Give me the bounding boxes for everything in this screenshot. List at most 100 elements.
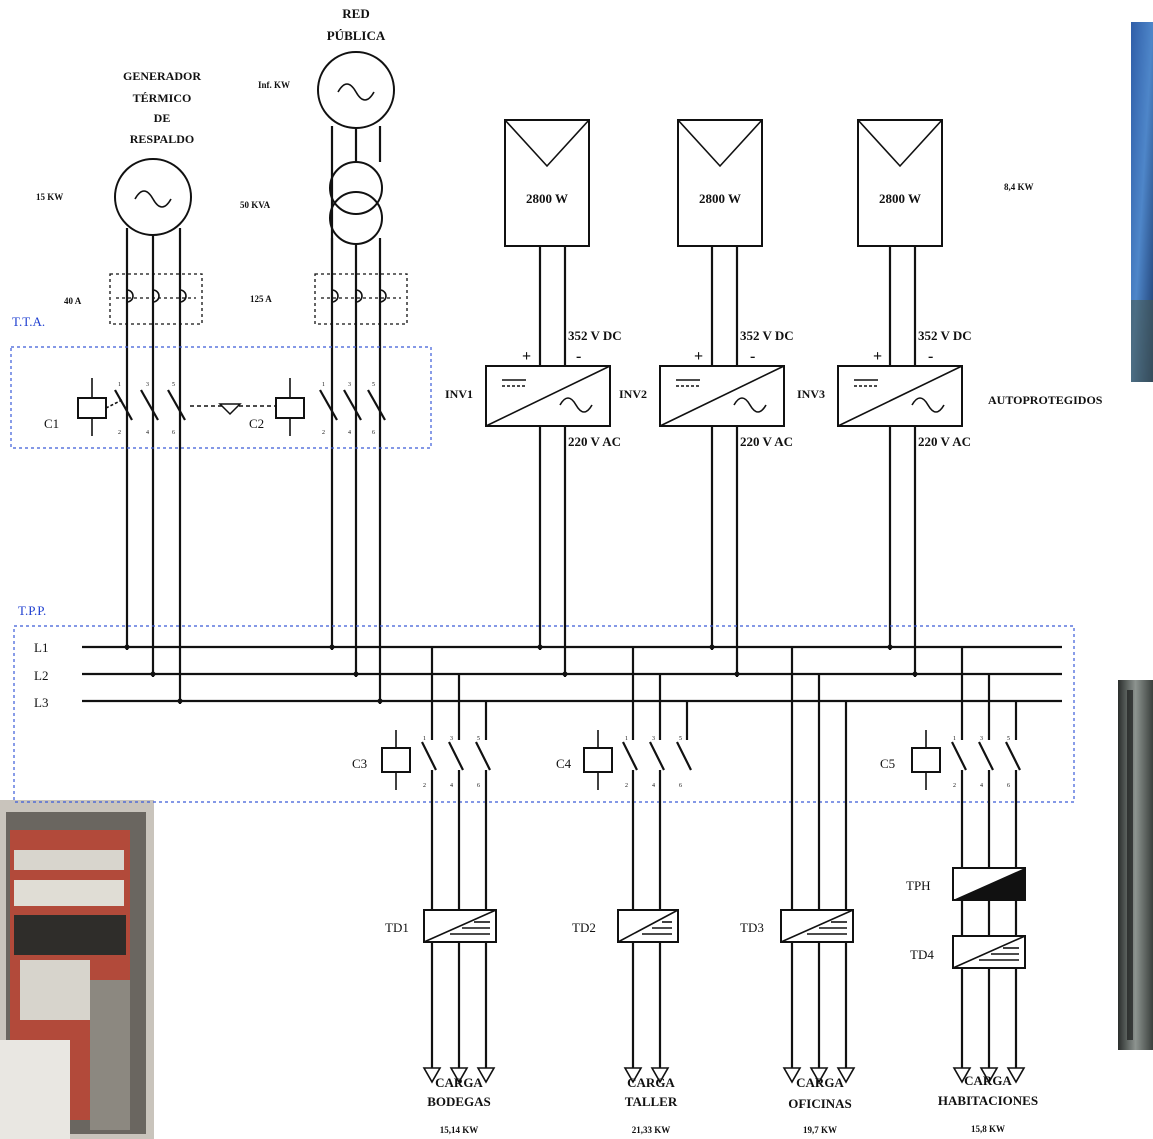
terminal-1: 1 [625,736,628,742]
pv-panel-1-power: 2800 W [526,191,568,206]
load-4-line-2: HABITACIONES [938,1093,1038,1108]
load-4-kw: 15,8 KW [971,1124,1005,1134]
feeder-taller [622,647,692,1068]
load-3-line-2: OFICINAS [788,1096,852,1111]
pv-plus-sign: + [694,348,703,365]
pv-panel-3-power: 2800 W [879,191,921,206]
pv-minus-sign: - [576,348,581,365]
terminal-2: 2 [118,430,121,436]
inverter-1-label: INV1 [445,387,473,401]
terminal-4: 4 [652,783,655,789]
load-1-line-2: BODEGAS [427,1094,491,1109]
pv-minus-sign: - [750,348,755,365]
generador-line-2: TÉRMICO [133,91,192,105]
load-1-line-1: CARGA [435,1075,483,1090]
terminal-6: 6 [477,783,480,789]
tph-transformer [952,867,1026,901]
pv-plus-sign: + [873,348,882,365]
breaker-40a-label: 40 A [64,296,82,306]
terminal-6: 6 [679,783,682,789]
td2-transformer [617,909,679,943]
pv-ac-voltage-3: 220 V AC [918,434,971,449]
pv-panel-3 [857,119,943,247]
photo-inverter-rack [1118,680,1153,1050]
autoprotegidos-note: AUTOPROTEGIDOS [988,393,1103,407]
pv-minus-sign: - [928,348,933,365]
load-4-line-1: CARGA [964,1073,1012,1088]
inverter-2-symbol [659,365,785,427]
red-publica-title-2: PÚBLICA [327,28,386,43]
terminal-2: 2 [953,783,956,789]
breaker-125a-label: 125 A [250,294,272,304]
terminal-2: 2 [625,783,628,789]
load-2-line-2: TALLER [625,1094,678,1109]
feeder-habitaciones [951,647,1021,1068]
generador-line-3: DE [154,111,171,125]
contactor-c3-label: C3 [352,756,367,771]
tta-label: T.T.A. [12,314,45,329]
pv-panel-2 [677,119,763,247]
terminal-1: 1 [322,382,325,388]
terminal-6: 6 [172,430,175,436]
terminal-1: 1 [953,736,956,742]
contactor-c3 [381,730,411,790]
contactor-c4 [583,730,613,790]
terminal-5: 5 [172,382,175,388]
transformer-50kva-symbol [329,161,383,245]
feeder-oficinas [790,647,848,1068]
load-1-kw: 15,14 KW [440,1125,479,1135]
pv-panel-1 [504,119,590,247]
inverter-3-label: INV3 [797,387,825,401]
contactor-c5-label: C5 [880,756,895,771]
generator-feeder [125,228,182,704]
grid-source-symbol [317,51,395,129]
terminal-3: 3 [980,736,983,742]
transformer-rating: 50 KVA [240,200,271,210]
ac-wave-icon [337,83,375,101]
td1-transformer [423,909,497,943]
tta-enclosure [10,346,432,449]
pv-plus-sign: + [522,348,531,365]
red-publica-power: Inf. KW [258,80,290,90]
inverter-1-symbol [485,365,611,427]
terminal-3: 3 [146,382,149,388]
terminal-6: 6 [372,430,375,436]
contactor-c1 [77,378,186,436]
terminal-3: 3 [450,736,453,742]
tpp-label: T.P.P. [18,603,46,618]
bus-l1-label: L1 [34,640,48,655]
terminal-2: 2 [322,430,325,436]
interlock-icon [190,403,280,416]
generator-source-symbol [114,158,192,236]
terminal-5: 5 [372,382,375,388]
load-2-kw: 21,33 KW [632,1125,671,1135]
terminal-5: 5 [477,736,480,742]
breaker-125a [314,273,408,325]
load-2-line-1: CARGA [627,1075,675,1090]
contactor-c2 [275,378,386,436]
td4-transformer [952,935,1026,969]
generador-line-1: GENERADOR [123,69,201,83]
terminal-4: 4 [980,783,983,789]
photo-pv-array [1131,22,1153,382]
terminal-1: 1 [118,382,121,388]
terminal-5: 5 [1007,736,1010,742]
photo-electrical-panel [0,800,154,1139]
terminal-1: 1 [423,736,426,742]
terminal-3: 3 [652,736,655,742]
td4-label: TD4 [910,947,934,962]
contactor-c4-label: C4 [556,756,572,771]
terminal-4: 4 [146,430,149,436]
generador-line-4: RESPALDO [130,132,194,146]
feeder-bodegas [421,647,491,1068]
load-3-line-1: CARGA [796,1075,844,1090]
pv-dc-voltage-2: 352 V DC [740,328,794,343]
pv-total-power: 8,4 KW [1004,182,1034,192]
td2-label: TD2 [572,920,596,935]
generador-power: 15 KW [36,192,63,202]
pv-dc-voltage-1: 352 V DC [568,328,622,343]
pv-ac-voltage-1: 220 V AC [568,434,621,449]
terminal-6: 6 [1007,783,1010,789]
td3-label: TD3 [740,920,764,935]
